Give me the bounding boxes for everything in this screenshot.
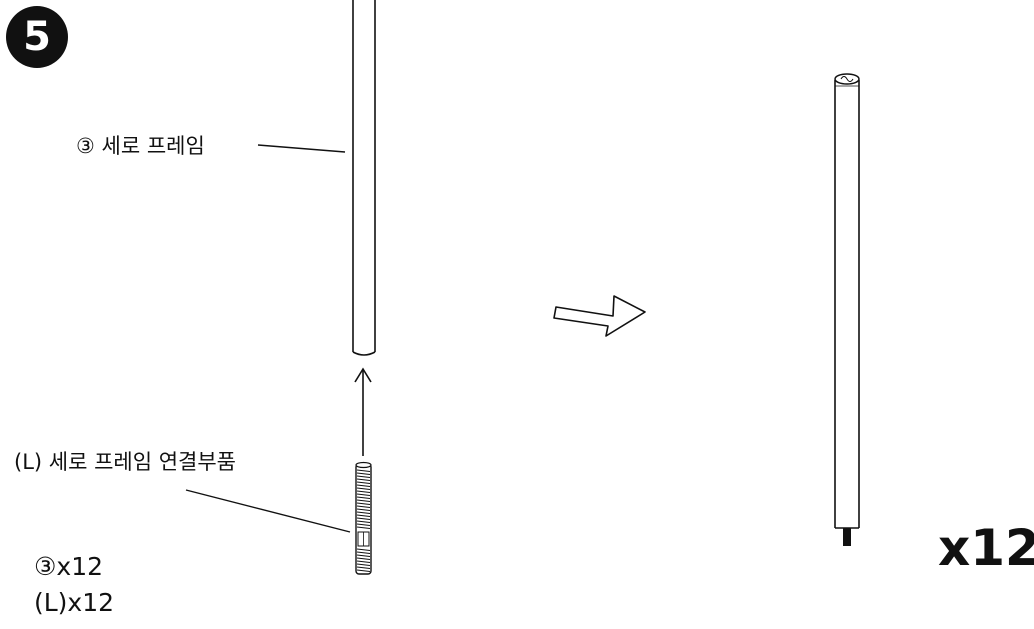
thread-ridge	[356, 472, 371, 475]
thread-ridge	[356, 554, 371, 557]
thread-ridge	[356, 502, 371, 505]
thread-ridge	[356, 569, 371, 572]
thread-ridge	[356, 505, 371, 508]
thread-ridge	[356, 487, 371, 490]
connector-quantity: (L)x12	[34, 588, 115, 617]
frame-quantity: ③x12	[34, 552, 104, 581]
thread-ridge	[356, 475, 371, 478]
thread-ridge	[356, 523, 371, 526]
connector-leader-line	[185, 489, 351, 533]
vertical-frame-label: ③ 세로 프레임	[76, 134, 205, 158]
thread-ridge	[356, 484, 371, 487]
thread-ridge	[356, 548, 371, 551]
thread-ridge	[356, 563, 371, 566]
thread-ridge	[356, 493, 371, 496]
thread-ridge	[356, 517, 371, 520]
thread-ridge	[356, 469, 371, 472]
thread-ridge	[356, 526, 371, 529]
thread-ridge	[356, 560, 371, 563]
assembled-frame-tube	[834, 73, 860, 546]
step-number-badge: 5	[6, 6, 68, 68]
connector-label: (L) 세로 프레임 연결부품	[14, 450, 236, 474]
thread-ridge	[356, 490, 371, 493]
thread-ridge	[356, 557, 371, 560]
thread-ridge	[356, 511, 371, 514]
thread-ridge	[356, 478, 371, 481]
right-arrow-icon	[553, 295, 646, 337]
thread-ridge	[356, 514, 371, 517]
thread-ridge	[356, 566, 371, 569]
thread-ridge	[356, 520, 371, 523]
frame-leader-line	[257, 144, 346, 153]
thread-ridge	[356, 481, 371, 484]
threaded-connector	[355, 461, 372, 575]
insert-arrow-icon	[354, 367, 372, 456]
assembly-quantity: x12	[938, 519, 1034, 577]
thread-ridge	[356, 551, 371, 554]
thread-ridge	[356, 499, 371, 502]
thread-ridge	[356, 496, 371, 499]
vertical-frame-tube	[352, 0, 376, 356]
thread-ridge	[356, 508, 371, 511]
